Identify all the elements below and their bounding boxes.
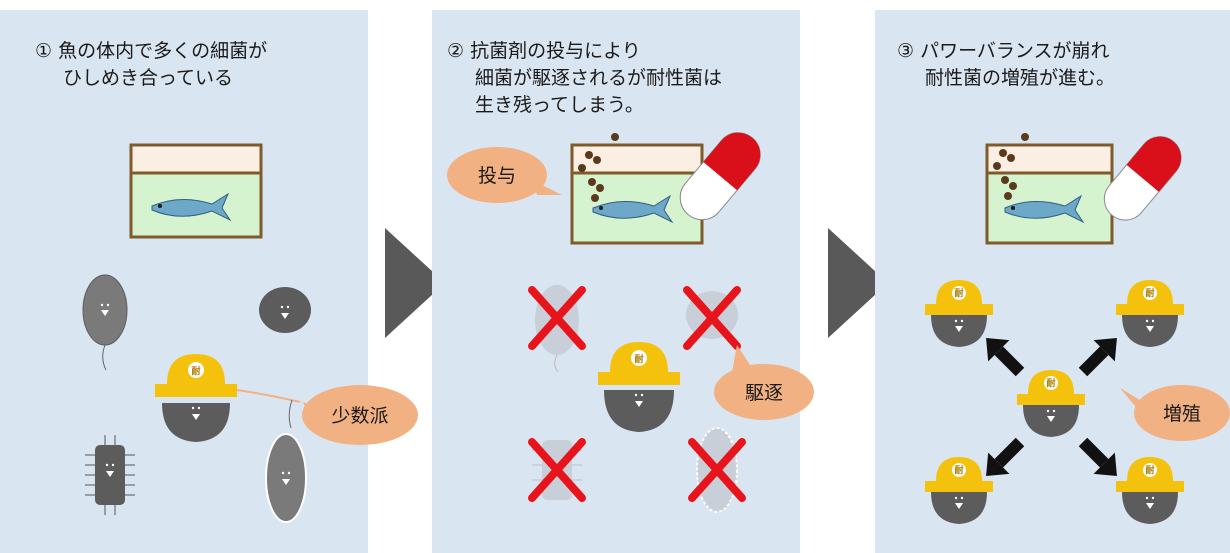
resistant-bacterium: 耐 (155, 354, 237, 442)
bacterium-oval (82, 274, 128, 371)
resistant-bacterium-top-right: 耐 (1116, 280, 1184, 347)
helmet-label: 耐 (954, 287, 963, 299)
capsule-icon (679, 132, 761, 221)
arrow-up-right-icon (1078, 338, 1117, 377)
dose-callout-text: 投与 (478, 165, 516, 187)
cross-icon (528, 438, 586, 502)
helmet-label: 耐 (954, 464, 963, 476)
panel-2-illustration: 投与 耐 (447, 132, 814, 513)
arrow-down-right-icon (1078, 437, 1117, 476)
next-step-arrow-2 (828, 228, 888, 338)
panel-1-line-1: 魚の体内で多くの細菌が (58, 40, 268, 62)
panel-1: ① 魚の体内で多くの細菌が ひしめき合っている (0, 10, 418, 553)
bacterium-elongated (265, 399, 307, 523)
helmet-icon: 耐 (925, 280, 993, 315)
expel-callout: 駆逐 (714, 345, 814, 420)
helmet-label: 耐 (1145, 464, 1154, 476)
dose-callout: 投与 (447, 147, 562, 203)
panel-3-line-1: パワーバランスが崩れ (920, 40, 1110, 62)
cross-icon (528, 286, 586, 350)
panel-3-caption: ③ パワーバランスが崩れ 耐性菌の増殖が進む。 (897, 38, 1227, 92)
killed-bacterium-oval (528, 285, 586, 373)
panel-2-number: ② (447, 40, 465, 62)
panel-3-number: ③ (897, 40, 915, 62)
expel-callout-text: 駆逐 (745, 382, 783, 404)
bacterium-round (259, 287, 311, 333)
helmet-label: 耐 (1046, 377, 1055, 389)
panel-1-illustration: 耐 少数派 (82, 143, 418, 523)
fish-tank (129, 143, 263, 239)
fish-icon (592, 194, 674, 224)
proliferation-callout: 増殖 (1120, 385, 1230, 441)
panel-2-line-1: 抗菌剤の投与により (470, 40, 641, 62)
arrow-down-left-icon (986, 437, 1025, 476)
panel-2: ② 抗菌剤の投与により 細菌が駆逐されるが耐性菌は 生き残ってしまう。 (432, 10, 814, 553)
resistant-bacterium: 耐 (598, 342, 680, 432)
helmet-icon: 耐 (598, 342, 680, 385)
panel-3-line-2: 耐性菌の増殖が進む。 (925, 67, 1116, 89)
panel-2-line-2: 細菌が駆逐されるが耐性菌は (475, 67, 723, 89)
resistant-bacterium-center: 耐 (1017, 370, 1085, 437)
resistant-bacterium-top-left: 耐 (925, 280, 993, 347)
helmet-icon: 耐 (155, 354, 237, 397)
proliferation-callout-text: 増殖 (1163, 403, 1201, 425)
killed-bacterium-rod (528, 438, 586, 502)
helmet-icon: 耐 (1017, 370, 1085, 405)
arrow-up-left-icon (986, 338, 1025, 377)
panel-1-number: ① (35, 40, 53, 62)
panel-2-caption: ② 抗菌剤の投与により 細菌が駆逐されるが耐性菌は 生き残ってしまう。 (447, 38, 797, 119)
bacterium-rod (85, 435, 135, 515)
spread-arrows (986, 338, 1117, 476)
helmet-icon: 耐 (1116, 280, 1184, 315)
panel-2-line-3: 生き残ってしまう。 (475, 94, 644, 116)
medicine-granules (993, 133, 1029, 200)
cross-icon (688, 438, 746, 502)
panel-3-illustration: 耐 耐 耐 (925, 133, 1230, 524)
resistant-bacterium-bottom-left: 耐 (925, 457, 993, 524)
killed-bacterium-round (683, 286, 741, 350)
fish-tank (570, 132, 761, 245)
killed-bacterium-elongated (688, 427, 746, 513)
resistant-bacterium-bottom-right: 耐 (1116, 457, 1184, 524)
next-step-arrow-1 (385, 228, 445, 338)
helmet-label: 耐 (634, 353, 643, 365)
panel-1-line-2: ひしめき合っている (63, 67, 234, 89)
helmet-label: 耐 (191, 365, 200, 377)
helmet-label: 耐 (1145, 287, 1154, 299)
medicine-granules (578, 133, 619, 202)
minority-callout-text: 少数派 (331, 405, 388, 427)
fish-icon (1004, 194, 1085, 224)
helmet-icon: 耐 (925, 457, 993, 492)
panel-1-caption: ① 魚の体内で多くの細菌が ひしめき合っている (35, 38, 365, 92)
helmet-icon: 耐 (1116, 457, 1184, 492)
cross-icon (683, 286, 741, 350)
panel-3: ③ パワーバランスが崩れ 耐性菌の増殖が進む。 (875, 10, 1230, 553)
minority-callout: 少数派 (302, 385, 418, 445)
fish-icon (151, 192, 232, 222)
capsule-icon (1103, 136, 1182, 221)
fish-tank (985, 133, 1182, 245)
